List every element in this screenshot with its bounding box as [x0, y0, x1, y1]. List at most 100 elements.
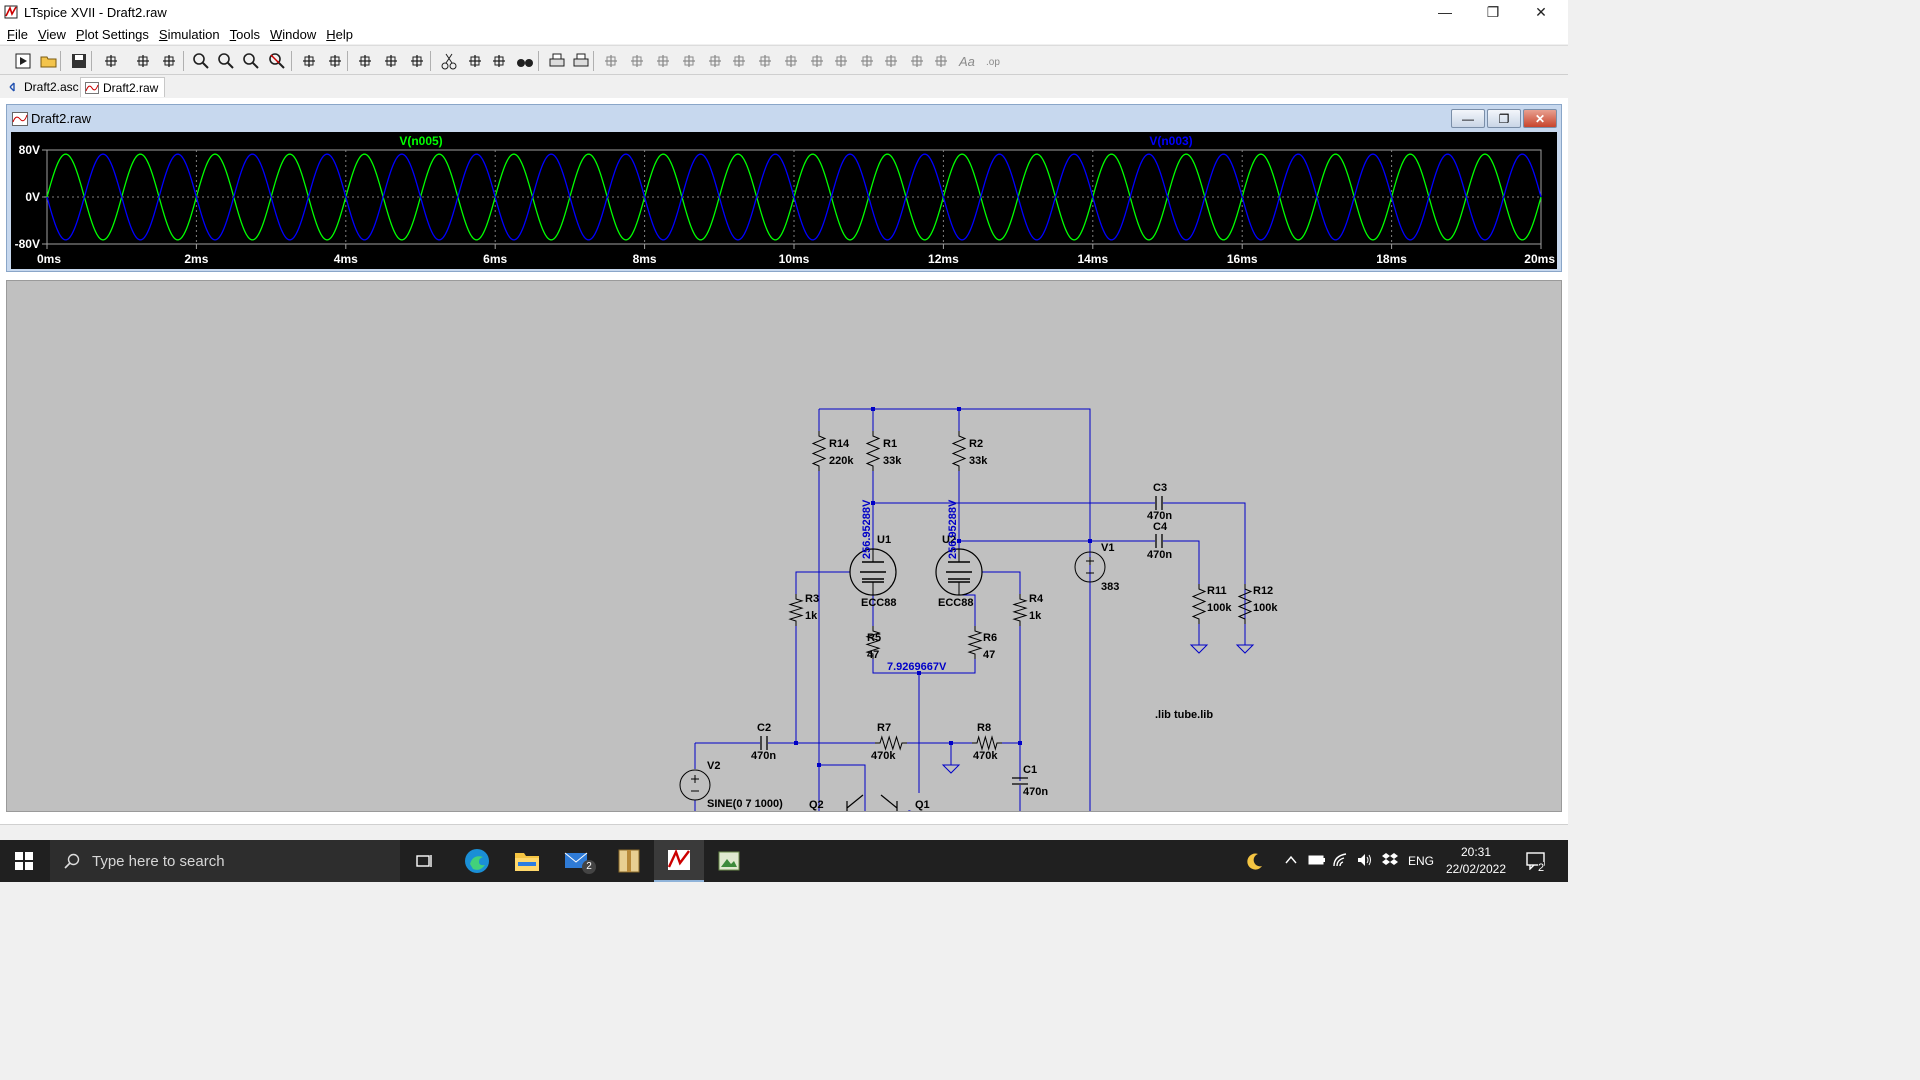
- plot-minimize-button[interactable]: —: [1451, 109, 1485, 128]
- tab-draft2-asc[interactable]: Draft2.asc: [4, 77, 85, 97]
- capacitor-c4[interactable]: [1155, 534, 1163, 548]
- voltage-source-v2[interactable]: [679, 769, 711, 801]
- resistor-r6[interactable]: [967, 626, 983, 659]
- wire[interactable]: [819, 408, 1091, 831]
- resistor-button[interactable]: [678, 50, 700, 72]
- menu-simulation[interactable]: Simulation: [158, 26, 220, 42]
- resistor-r5[interactable]: [865, 626, 881, 659]
- save-button[interactable]: [68, 50, 90, 72]
- minimize-button[interactable]: —: [1438, 4, 1452, 20]
- schematic-drawing[interactable]: R14220kR133kR233kC3470nC4470nR11100kR121…: [7, 281, 1561, 882]
- zoom-out-button[interactable]: [215, 50, 237, 72]
- cascade-button[interactable]: [406, 50, 428, 72]
- file-explorer-button[interactable]: [502, 840, 552, 882]
- night-light-icon[interactable]: [1246, 852, 1264, 870]
- wire[interactable]: [1163, 540, 1200, 584]
- component-button[interactable]: [780, 50, 802, 72]
- edge-button[interactable]: [452, 840, 502, 882]
- cut-button[interactable]: [438, 50, 460, 72]
- triode-u1[interactable]: [849, 548, 897, 596]
- resistor-r4[interactable]: [1012, 594, 1028, 626]
- mirror-button[interactable]: [930, 50, 952, 72]
- wire[interactable]: [1163, 502, 1246, 638]
- resistor-r3[interactable]: [788, 594, 804, 626]
- find-button[interactable]: [514, 50, 536, 72]
- plot-close-button[interactable]: ✕: [1523, 109, 1557, 128]
- control-panel-button[interactable]: [100, 50, 122, 72]
- wire[interactable]: [872, 659, 976, 674]
- wire[interactable]: [795, 571, 850, 594]
- clock[interactable]: 20:31 22/02/2022: [1440, 844, 1512, 878]
- zoom-fit-button[interactable]: [240, 50, 262, 72]
- ltspice-taskbar-button[interactable]: [654, 840, 704, 882]
- start-button[interactable]: [0, 840, 48, 882]
- resistor-r1[interactable]: [865, 431, 881, 471]
- dropbox-icon[interactable]: [1381, 852, 1399, 868]
- menu-view[interactable]: View: [37, 26, 66, 42]
- print-button[interactable]: [546, 50, 568, 72]
- transistor-q1[interactable]: [879, 794, 898, 832]
- wire[interactable]: [982, 571, 1021, 594]
- diode-button[interactable]: [754, 50, 776, 72]
- paste-button[interactable]: [488, 50, 510, 72]
- menu-help[interactable]: Help: [326, 26, 353, 42]
- resistor-r12[interactable]: [1237, 584, 1253, 624]
- series-line-vn003[interactable]: [46, 153, 1542, 241]
- run-button[interactable]: [12, 50, 34, 72]
- archive-button[interactable]: [604, 840, 654, 882]
- menu-file[interactable]: File: [7, 26, 28, 42]
- menu-window[interactable]: Window: [269, 26, 317, 42]
- resistor-r11[interactable]: [1191, 584, 1207, 624]
- mark-button[interactable]: [324, 50, 346, 72]
- autorange-button[interactable]: [298, 50, 320, 72]
- tile-h-button[interactable]: [354, 50, 376, 72]
- ground-symbol[interactable]: [1189, 641, 1209, 654]
- transistor-q2[interactable]: [846, 794, 865, 832]
- undo-button[interactable]: [856, 50, 878, 72]
- zoom-in-button[interactable]: [190, 50, 212, 72]
- mail-button[interactable]: 2: [552, 840, 602, 882]
- text-button[interactable]: Aa: [956, 50, 978, 72]
- wire-button[interactable]: [600, 50, 622, 72]
- capacitor-c2[interactable]: [760, 736, 768, 750]
- restore-button[interactable]: ❐: [1486, 3, 1500, 20]
- capacitor-c3[interactable]: [1155, 496, 1163, 510]
- battery-icon[interactable]: [1308, 854, 1326, 866]
- pan-button[interactable]: [158, 50, 180, 72]
- print-preview-button[interactable]: [570, 50, 592, 72]
- copy-button[interactable]: [464, 50, 486, 72]
- ground-symbol[interactable]: [941, 761, 961, 774]
- close-button[interactable]: ✕: [1535, 3, 1547, 20]
- chevron-up-icon[interactable]: [1284, 854, 1298, 866]
- tile-v-button[interactable]: [380, 50, 402, 72]
- triode-u2[interactable]: [935, 548, 983, 596]
- voltage-source-v1[interactable]: [1074, 551, 1106, 583]
- legend-label[interactable]: V(n005): [399, 134, 442, 148]
- open-button[interactable]: [38, 50, 60, 72]
- move-button[interactable]: [806, 50, 828, 72]
- resistor-r2[interactable]: [951, 431, 967, 471]
- menu-tools[interactable]: Tools: [229, 26, 260, 42]
- inductor-button[interactable]: [728, 50, 750, 72]
- taskbar-search[interactable]: Type here to search: [50, 840, 400, 882]
- capacitor-button[interactable]: [704, 50, 726, 72]
- wifi-icon[interactable]: [1332, 852, 1350, 868]
- ground-symbol[interactable]: [1235, 641, 1255, 654]
- wire[interactable]: [959, 594, 976, 626]
- legend-label[interactable]: V(n003): [1149, 134, 1192, 148]
- zoom-cancel-button[interactable]: [266, 50, 288, 72]
- spice-directive-button[interactable]: .op: [982, 50, 1004, 72]
- resistor-r8[interactable]: [972, 735, 1002, 751]
- resistor-r14[interactable]: [811, 431, 827, 471]
- capacitor-c1[interactable]: [1012, 777, 1028, 785]
- redo-button[interactable]: [880, 50, 902, 72]
- ground-button[interactable]: [626, 50, 648, 72]
- menu-plot-settings[interactable]: Plot Settings: [75, 26, 149, 42]
- wire[interactable]: [819, 764, 866, 813]
- language-indicator[interactable]: ENG: [1408, 854, 1435, 868]
- notification-icon[interactable]: [1526, 852, 1546, 870]
- task-view-button[interactable]: [400, 840, 450, 882]
